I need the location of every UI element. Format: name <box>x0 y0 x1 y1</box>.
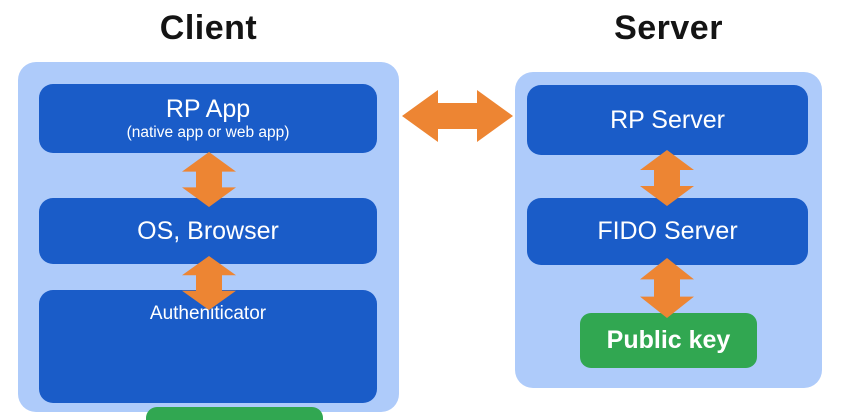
rp-app-label: RP App <box>165 94 251 123</box>
os-browser-box: OS, Browser <box>39 198 377 264</box>
rp-server-label: RP Server <box>610 105 725 134</box>
osbrowser-authenticator-arrow-icon <box>182 256 236 310</box>
fidoserver-publickey-arrow-icon <box>640 258 694 318</box>
fido-server-box: FIDO Server <box>527 198 808 265</box>
client-server-arrow-icon <box>402 90 513 142</box>
rpapp-osbrowser-arrow-icon <box>182 152 236 207</box>
os-browser-label: OS, Browser <box>137 216 279 245</box>
server-title: Server <box>614 9 723 47</box>
public-key-badge: Public key <box>580 313 757 368</box>
private-key-badge: Private key <box>146 407 323 420</box>
client-title: Client <box>159 9 258 47</box>
rp-server-box: RP Server <box>527 85 808 155</box>
server-panel: RP Server FIDO Server Public key <box>515 72 822 388</box>
fido-server-label: FIDO Server <box>597 217 738 246</box>
rp-app-sublabel: (native app or web app) <box>126 124 290 142</box>
client-panel: RP App (native app or web app) OS, Brows… <box>18 62 399 420</box>
rpserver-fidoserver-arrow-icon <box>640 150 694 206</box>
authenticator-label: Autheniticator <box>149 303 267 324</box>
rp-app-box: RP App (native app or web app) <box>39 84 377 153</box>
